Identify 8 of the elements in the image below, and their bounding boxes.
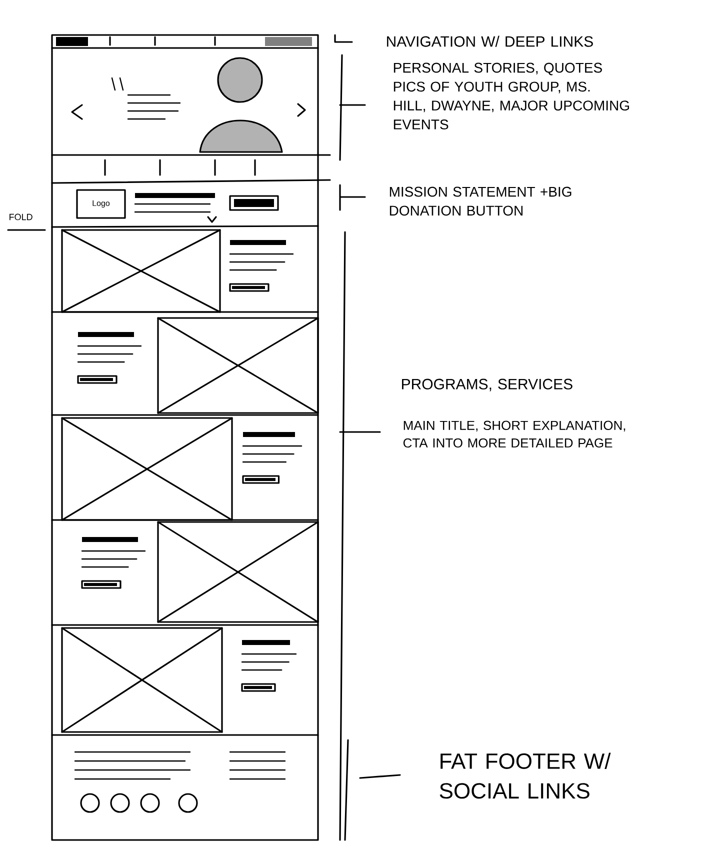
annotation: FOLD xyxy=(10,214,32,220)
annotation: FAT FOOTER W/ SOCIAL LINKS xyxy=(440,752,611,799)
annotation: MAIN TITLE, SHORT EXPLANATION, CTA INTO MORE DETAILED PAGE xyxy=(403,420,626,448)
annotation: PROGRAMS, SERVICES xyxy=(402,378,572,392)
wireframe-box: Logo xyxy=(76,189,126,219)
annotation: PERSONAL STORIES, QUOTES PICS OF YOUTH GROUP, MS. HILL, DWAYNE, MAJOR UPCOMING EVENTS xyxy=(394,62,629,130)
annotation: NAVIGATION W/ DEEP LINKS xyxy=(387,36,593,47)
annotation: MISSION STATEMENT +BIG DONATION BUTTON xyxy=(390,186,572,216)
